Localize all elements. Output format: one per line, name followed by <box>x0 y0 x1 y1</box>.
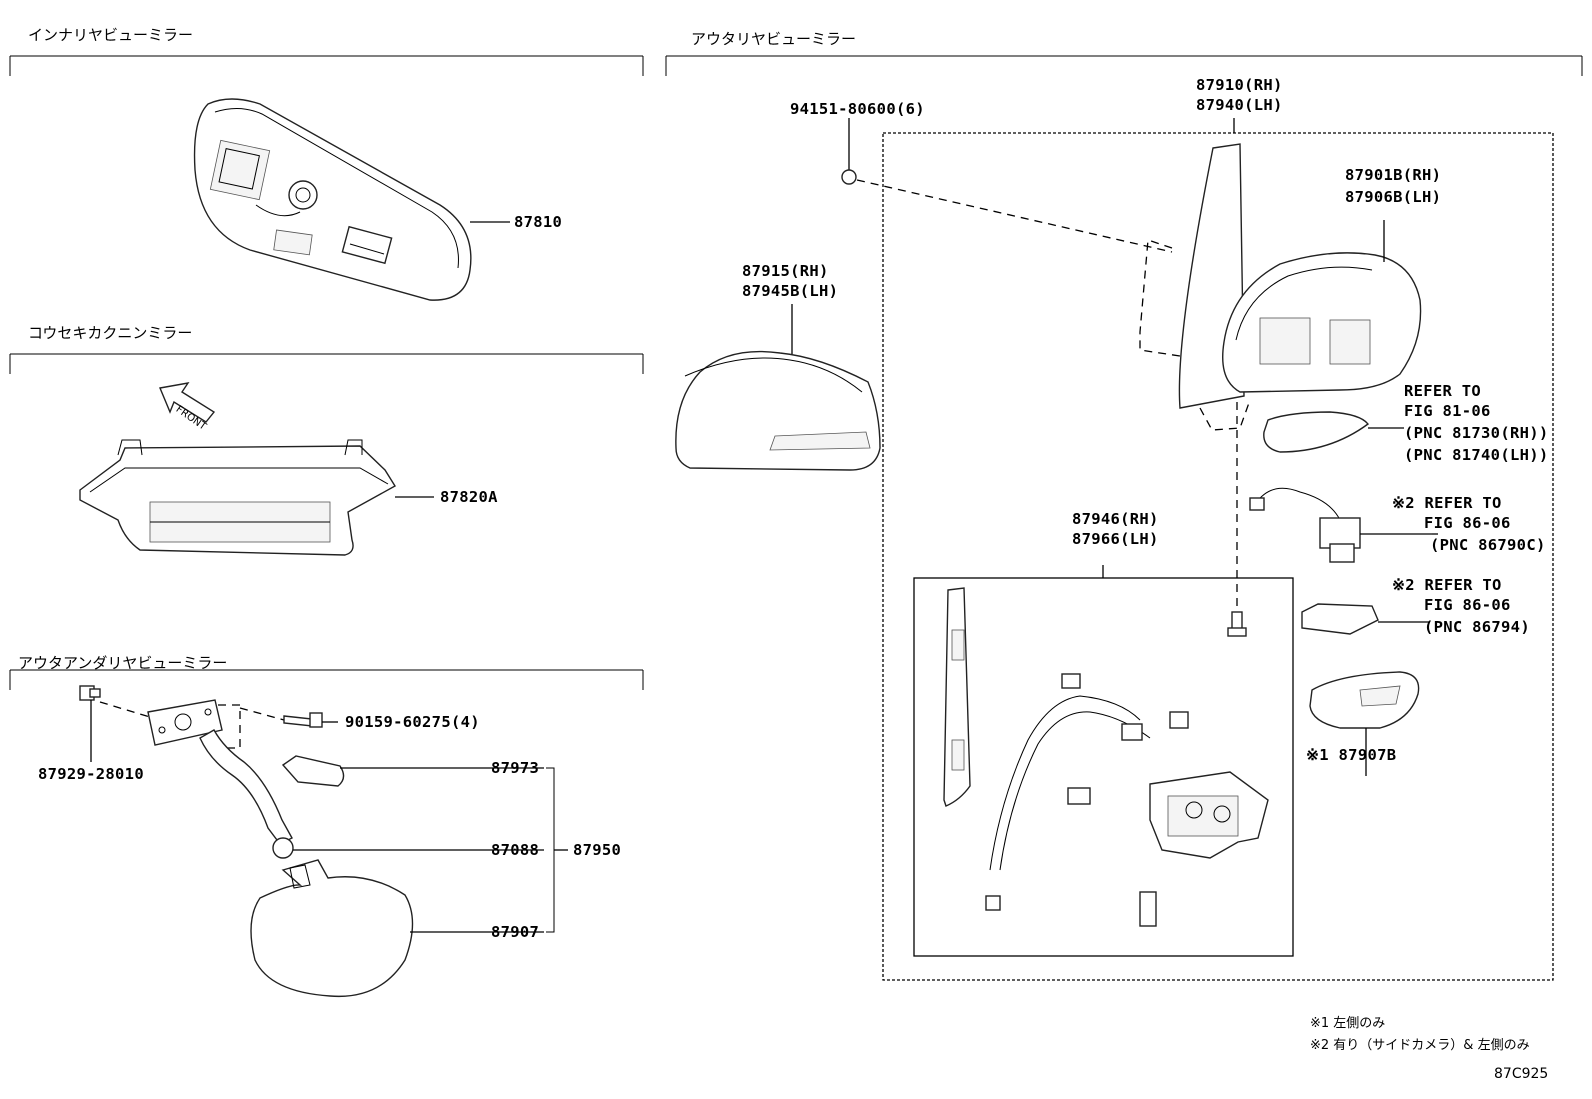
section-bracket-outer-under-mirror <box>9 669 644 690</box>
section-title-inner-mirror: インナリヤビューミラー <box>28 26 194 44</box>
part-87907b: ※1 87907B <box>1306 746 1397 764</box>
part-87945b-lh: 87945B(LH) <box>742 282 839 300</box>
refer-81-06-line3: (PNC 81730(RH)) <box>1404 424 1549 442</box>
check-mirror-drawing <box>79 382 434 556</box>
section-bracket-outer-mirror <box>665 55 1583 76</box>
part-87966-lh: 87966(LH) <box>1072 530 1159 548</box>
section-bracket-inner-mirror <box>9 55 644 76</box>
section-title-outer-mirror: アウタリヤビューミラー <box>691 30 857 48</box>
refer-86790c-line2: FIG 86-06 <box>1424 514 1511 532</box>
part-87973: 87973 <box>491 759 540 777</box>
part-94151: 94151-80600(6) <box>790 100 925 118</box>
part-87946-rh: 87946(RH) <box>1072 510 1159 528</box>
part-87820a: 87820A <box>440 488 498 506</box>
refer-86794-line2: FIG 86-06 <box>1424 596 1511 614</box>
part-87915-rh: 87915(RH) <box>742 262 829 280</box>
part-87901b-rh: 87901B(RH) <box>1345 166 1442 184</box>
part-87088: 87088 <box>491 841 540 859</box>
refer-86794-line3: (PNC 86794) <box>1424 618 1530 636</box>
refer-81-06-line2: FIG 81-06 <box>1404 402 1491 420</box>
inner-mirror-drawing <box>193 98 510 301</box>
outer-mirror-drawing <box>675 118 1554 981</box>
footnote-2: ※2 有り（サイドカメラ）& 左側のみ <box>1310 1038 1530 1053</box>
refer-86790c-line3: (PNC 86790C) <box>1430 536 1546 554</box>
section-title-outer-under-mirror: アウタアンダリヤビューミラー <box>18 654 228 672</box>
part-90159: 90159-60275(4) <box>345 713 480 731</box>
section-bracket-check-mirror <box>9 353 644 374</box>
refer-86790c-line1: ※2 REFER TO <box>1392 494 1502 512</box>
part-87907: 87907 <box>491 923 540 941</box>
under-mirror-drawing <box>79 685 568 998</box>
part-87940-lh: 87940(LH) <box>1196 96 1283 114</box>
footnote-1: ※1 左側のみ <box>1310 1016 1386 1031</box>
section-title-check-mirror: コウセキカクニンミラー <box>28 324 193 342</box>
part-87950: 87950 <box>573 841 622 859</box>
part-87810: 87810 <box>514 213 563 231</box>
figure-code: 87C925 <box>1494 1066 1549 1082</box>
part-87929: 87929-28010 <box>38 765 144 783</box>
refer-86794-line1: ※2 REFER TO <box>1392 576 1502 594</box>
part-87906b-lh: 87906B(LH) <box>1345 188 1442 206</box>
refer-81-06-line4: (PNC 81740(LH)) <box>1404 446 1549 464</box>
refer-81-06-line1: REFER TO <box>1404 382 1482 400</box>
part-87910-rh: 87910(RH) <box>1196 76 1283 94</box>
